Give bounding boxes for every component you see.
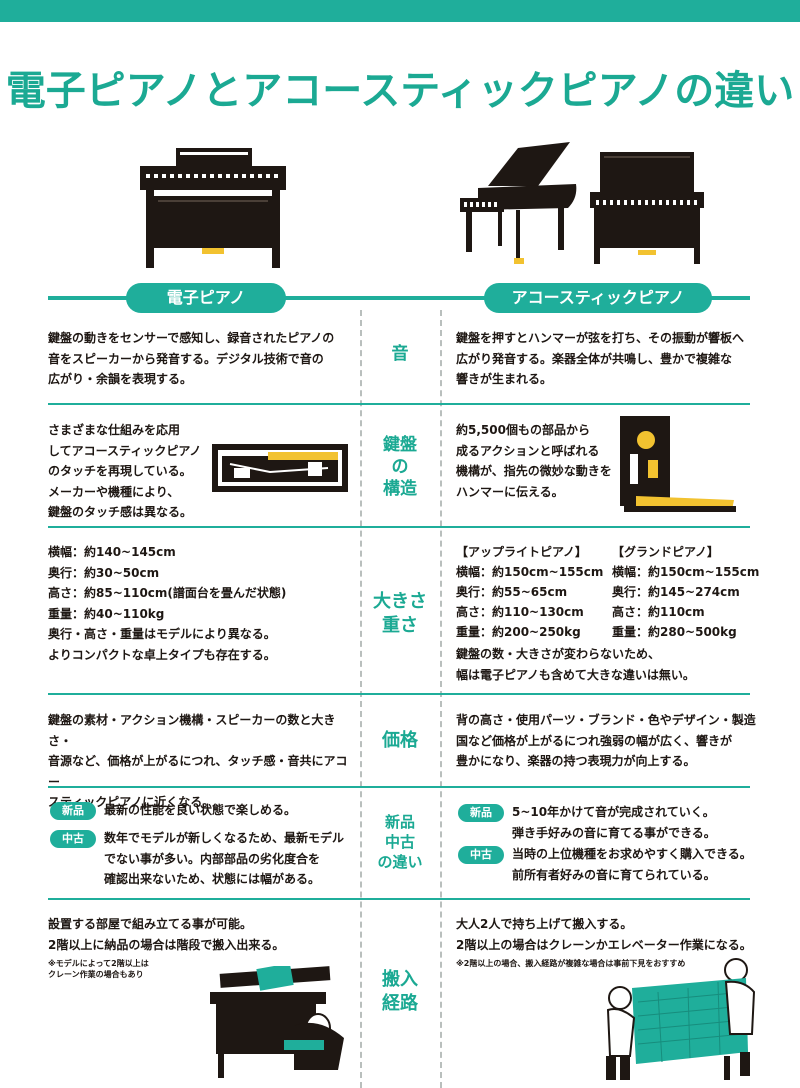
badge-new: 新品 [50,802,96,820]
row-divider [48,403,750,405]
price-acoustic-text: 背の高さ・使用パーツ・ブランド・色やデザイン・製造国など価格が上がるにつれ強弱の… [456,713,756,768]
sound-acoustic-text: 鍵盤を押すとハンマーが弦を打ち、その振動が響板へ広がり発音する。楽器全体が共鳴し… [456,331,745,386]
delivery-acoustic-text: 大人2人で持ち上げて搬入する。2階以上の場合はクレーンかエレベーター作業になる。 [456,917,752,952]
size-acoustic-note: 鍵盤の数・大きさが変わらないため、幅は電子ピアノも含めて大きな違いは無い。 [456,647,695,682]
badge-new: 新品 [458,804,504,822]
digital-piano-illustration [140,148,286,268]
structure-acoustic-text: 約5,500個もの部品から成るアクションと呼ばれる機構が、指先の微妙な動きをハン… [456,423,612,499]
delivery-digital-text: 設置する部屋で組み立てる事が可能。2階以上に納品の場合は階段で搬入出来る。 [48,917,285,952]
acoustic-delivery-illustration [606,958,756,1080]
digital-key-mechanism-illustration [212,444,348,492]
delivery-acoustic-note: ※2階以上の場合、搬入経路が複雑な場合は事前下見をおすすめ [456,959,686,968]
row-divider [48,526,750,528]
column-divider-left [360,310,362,1088]
badge-used: 中古 [458,846,504,864]
row-label-size: 大きさ重さ [373,591,427,636]
structure-digital-text: さまざまな仕組みを応用してアコースティックピアノのタッチを再現している。メーカー… [48,423,202,519]
row-divider [48,786,750,788]
page-title: 電子ピアノとアコースティックピアノの違い [5,68,795,114]
sound-digital-text: 鍵盤の動きをセンサーで感知し、録音されたピアノの音をスピーカーから発音する。デジ… [48,331,335,386]
header-acoustic-piano: アコースティックピアノ [484,283,712,313]
condition-acoustic-used: 当時の上位機種をお求めやすく購入できる。前所有者好みの音に育てられている。 [512,847,752,882]
delivery-digital-note: ※モデルによって2階以上はクレーン作業の場合もあり [48,959,149,979]
upright-piano-illustration [590,152,704,264]
row-label-sound: 音 [391,344,409,364]
digital-delivery-illustration [210,966,344,1078]
row-label-price: 価格 [382,730,418,751]
header-digital-piano: 電子ピアノ [126,283,286,313]
row-label-condition: 新品中古の違い [377,813,423,871]
condition-digital-new: 最新の性能を良い状態で楽しめる。 [104,803,297,817]
row-label-structure: 鍵盤の構造 [383,435,417,499]
price-digital-text: 鍵盤の素材・アクション機構・スピーカーの数と大きさ・音源など、価格が上がるにつれ… [48,713,348,809]
row-label-delivery: 搬入経路 [382,969,418,1014]
row-divider [48,693,750,695]
column-divider-right [440,310,442,1088]
condition-acoustic-new: 5~10年かけて音が完成されていく。弾き手好みの音に育てる事ができる。 [512,805,716,840]
badge-used: 中古 [50,830,96,848]
condition-digital-used: 数年でモデルが新しくなるため、最新モデルでない事が多い。内部部品の劣化度合を確認… [104,831,345,886]
acoustic-action-illustration [620,416,736,512]
grand-piano-illustration [460,142,577,264]
header-rule [48,296,750,300]
top-bar [0,0,800,22]
row-divider [48,898,750,900]
